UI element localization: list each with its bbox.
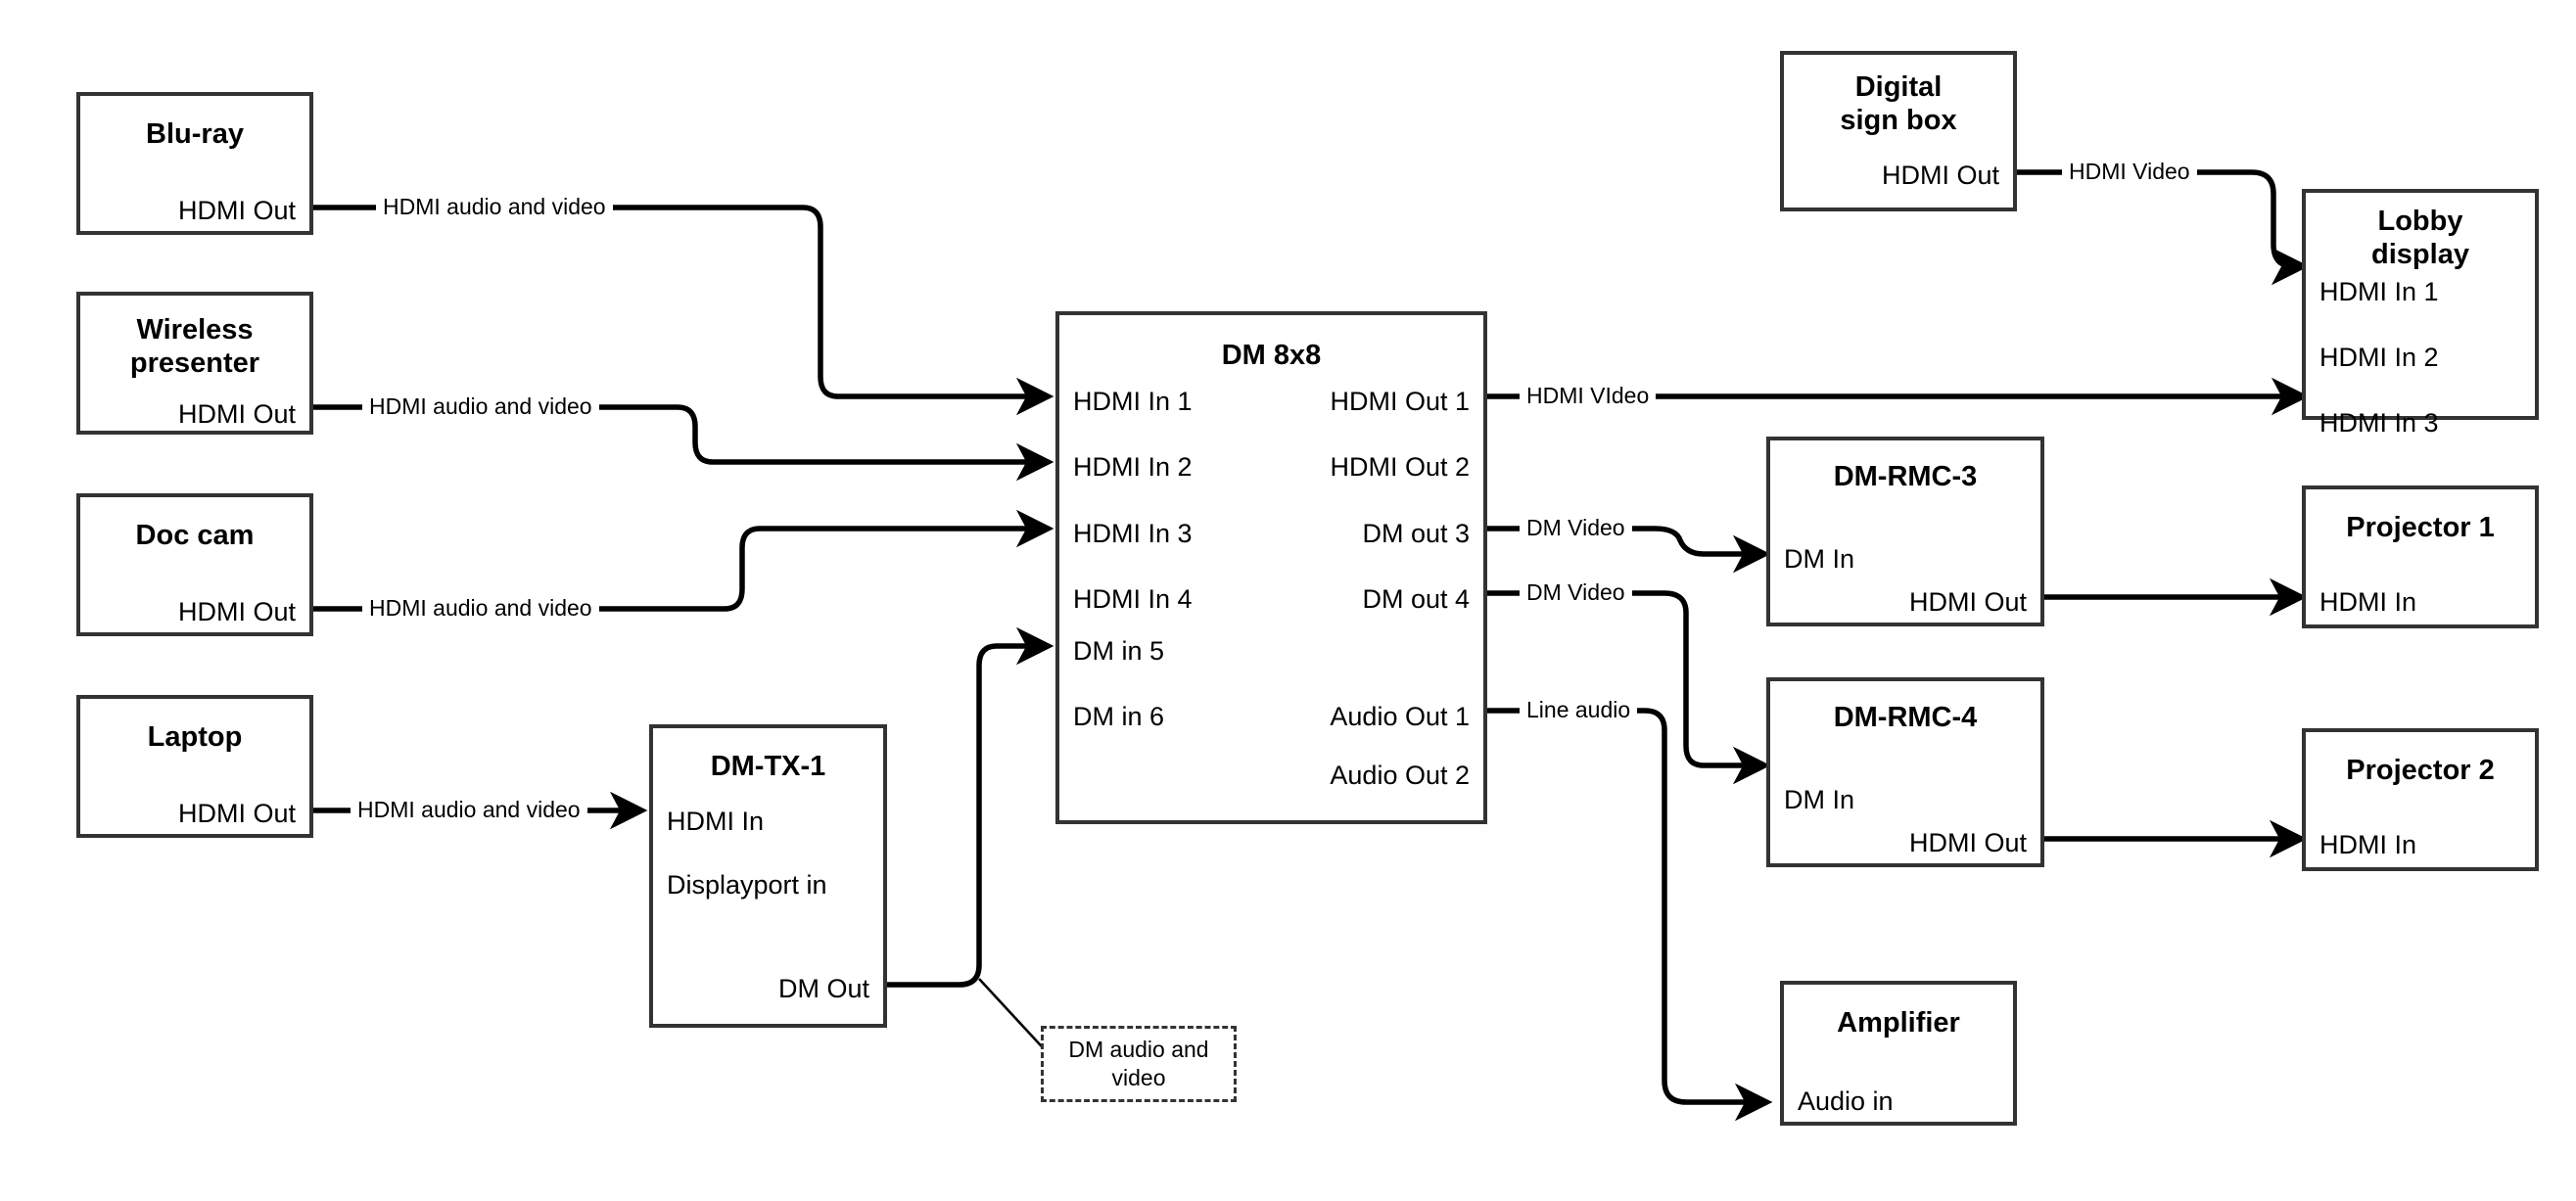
node-lobby-display[interactable]: Lobby display HDMI In 1 HDMI In 2 HDMI I… [2302, 189, 2539, 437]
wire-bluray-to-dm [313, 205, 1054, 416]
port-lobby-display-hdmi-in-3[interactable]: HDMI In 3 [2319, 408, 2439, 438]
edge-label-dm-out3-to-rmc3: DM Video [1520, 517, 1632, 539]
port-dm-8x8-hdmi-out-2[interactable]: HDMI Out 2 [1330, 452, 1470, 482]
node-dm-tx-1-title: DM-TX-1 [710, 751, 826, 782]
node-dm-8x8[interactable]: DM 8x8 HDMI In 1 HDMI In 2 HDMI In 3 HDM… [1055, 311, 1487, 824]
port-digital-sign-box-hdmi-out[interactable]: HDMI Out [1881, 161, 1999, 190]
port-dm-8x8-audio-out-1[interactable]: Audio Out 1 [1330, 702, 1470, 731]
port-dm-8x8-hdmi-in-1[interactable]: HDMI In 1 [1073, 387, 1193, 416]
node-dm-rmc-3-title: DM-RMC-3 [1833, 461, 1978, 492]
port-bluray-hdmi-out[interactable]: HDMI Out [177, 196, 296, 225]
node-laptop[interactable]: Laptop HDMI Out [76, 695, 313, 838]
wire-dm-out4-to-rmc4 [1487, 590, 1771, 785]
node-lobby-display-title: Lobby display [2371, 206, 2469, 271]
port-lobby-display-hdmi-in-2[interactable]: HDMI In 2 [2319, 343, 2439, 372]
port-dm-rmc-4-hdmi-out[interactable]: HDMI Out [1908, 828, 2027, 857]
node-amplifier-title: Amplifier [1837, 1007, 1960, 1039]
edge-label-sign-to-lobby: HDMI Video [2062, 161, 2197, 183]
node-wireless-presenter[interactable]: Wireless presenter HDMI Out [76, 292, 313, 435]
node-dm-8x8-title: DM 8x8 [1221, 340, 1322, 371]
node-projector-2-title: Projector 2 [2346, 755, 2495, 786]
node-projector-1-title: Projector 1 [2346, 512, 2495, 543]
port-doc-cam-hdmi-out[interactable]: HDMI Out [177, 597, 296, 626]
port-amplifier-audio-in[interactable]: Audio in [1798, 1086, 1894, 1116]
port-dm-tx-1-hdmi-in[interactable]: HDMI In [667, 807, 765, 836]
edge-label-dm-out4-to-rmc4: DM Video [1520, 581, 1632, 604]
node-projector-1[interactable]: Projector 1 HDMI In [2302, 485, 2539, 628]
port-dm-rmc-4-dm-in[interactable]: DM In [1784, 785, 1855, 814]
edge-label-bluray-to-dm: HDMI audio and video [376, 196, 613, 218]
port-dm-8x8-hdmi-out-1[interactable]: HDMI Out 1 [1330, 387, 1470, 416]
node-dm-rmc-3[interactable]: DM-RMC-3 DM In HDMI Out [1766, 437, 2044, 626]
node-bluray-title: Blu-ray [146, 118, 244, 150]
edge-label-doccam-to-dm: HDMI audio and video [362, 597, 599, 620]
node-projector-2[interactable]: Projector 2 HDMI In [2302, 728, 2539, 871]
port-dm-tx-1-dm-out[interactable]: DM Out [777, 974, 869, 1003]
port-dm-8x8-hdmi-in-3[interactable]: HDMI In 3 [1073, 519, 1193, 548]
node-digital-sign-box-title: Digital sign box [1840, 71, 1957, 137]
node-doc-cam-title: Doc cam [135, 520, 255, 551]
port-lobby-display-hdmi-in-1[interactable]: HDMI In 1 [2319, 277, 2439, 306]
port-wireless-presenter-hdmi-out[interactable]: HDMI Out [177, 399, 296, 429]
wire-sign-to-lobby [2017, 169, 2310, 286]
wire-dm-audio1-to-amp [1487, 708, 1773, 1122]
port-dm-8x8-dm-out-3[interactable]: DM out 3 [1362, 519, 1470, 548]
node-laptop-title: Laptop [147, 721, 243, 753]
node-doc-cam[interactable]: Doc cam HDMI Out [76, 493, 313, 636]
node-dm-rmc-4-title: DM-RMC-4 [1833, 702, 1978, 733]
port-dm-8x8-dm-in-6[interactable]: DM in 6 [1073, 702, 1165, 731]
port-dm-rmc-3-hdmi-out[interactable]: HDMI Out [1908, 587, 2027, 617]
edge-label-dm-hdmiout1-to-lobby: HDMI VIdeo [1520, 385, 1657, 407]
port-dm-8x8-hdmi-in-2[interactable]: HDMI In 2 [1073, 452, 1193, 482]
port-dm-rmc-3-dm-in[interactable]: DM In [1784, 544, 1855, 574]
node-digital-sign-box[interactable]: Digital sign box HDMI Out [1780, 51, 2017, 211]
port-dm-8x8-dm-out-4[interactable]: DM out 4 [1362, 584, 1470, 614]
node-wireless-presenter-title: Wireless presenter [129, 314, 260, 380]
node-bluray[interactable]: Blu-ray HDMI Out [76, 92, 313, 235]
port-projector-2-hdmi-in[interactable]: HDMI In [2319, 830, 2417, 859]
wire-tx-to-dm [887, 626, 1054, 988]
edge-label-dm-audio1-to-amp: Line audio [1520, 699, 1638, 721]
port-laptop-hdmi-out[interactable]: HDMI Out [177, 799, 296, 828]
port-dm-tx-1-displayport-in[interactable]: Displayport in [667, 870, 827, 900]
node-dm-tx-1[interactable]: DM-TX-1 HDMI In Displayport in DM Out [649, 724, 887, 1028]
node-amplifier[interactable]: Amplifier Audio in [1780, 981, 2017, 1126]
edge-label-laptop-to-tx: HDMI audio and video [351, 799, 587, 821]
callout-dm-audio-video: DM audio and video [1041, 1026, 1237, 1102]
port-dm-8x8-dm-in-5[interactable]: DM in 5 [1073, 636, 1165, 666]
node-dm-rmc-4[interactable]: DM-RMC-4 DM In HDMI Out [1766, 677, 2044, 867]
edge-label-wireless-to-dm: HDMI audio and video [362, 395, 599, 418]
port-projector-1-hdmi-in[interactable]: HDMI In [2319, 587, 2417, 617]
port-dm-8x8-hdmi-in-4[interactable]: HDMI In 4 [1073, 584, 1193, 614]
port-dm-8x8-audio-out-2[interactable]: Audio Out 2 [1330, 761, 1470, 790]
